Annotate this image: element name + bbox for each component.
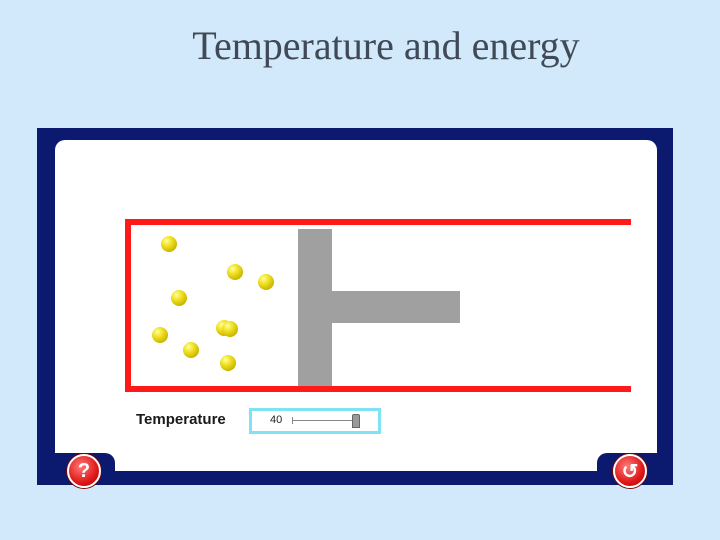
gas-particle bbox=[222, 321, 238, 337]
temperature-slider-track[interactable] bbox=[292, 420, 358, 421]
cylinder-back-wall bbox=[125, 219, 131, 392]
help-button[interactable]: ? bbox=[67, 454, 101, 488]
cylinder-top-wall bbox=[125, 219, 631, 225]
gas-particle bbox=[258, 274, 274, 290]
gas-particle bbox=[171, 290, 187, 306]
simulation-panel: Temperature 40 bbox=[55, 140, 657, 471]
temperature-control[interactable]: 40 bbox=[249, 408, 381, 434]
reset-arrow-icon: ↺ bbox=[621, 460, 639, 483]
gas-particle bbox=[227, 264, 243, 280]
temperature-value: 40 bbox=[270, 414, 283, 426]
cylinder-bottom-wall bbox=[125, 386, 631, 392]
temperature-slider-thumb[interactable] bbox=[352, 414, 360, 428]
gas-particle bbox=[220, 355, 236, 371]
reset-button[interactable]: ↺ bbox=[613, 454, 647, 488]
simulation-frame: Temperature 40 ? ↺ bbox=[37, 128, 673, 488]
gas-particle bbox=[183, 342, 199, 358]
gas-particle bbox=[161, 236, 177, 252]
question-mark-icon: ? bbox=[77, 459, 91, 482]
piston-rod[interactable] bbox=[332, 291, 460, 323]
piston-head[interactable] bbox=[298, 229, 332, 386]
temperature-label: Temperature bbox=[136, 411, 226, 428]
slide-title: Temperature and energy bbox=[192, 23, 580, 68]
gas-particle bbox=[152, 327, 168, 343]
